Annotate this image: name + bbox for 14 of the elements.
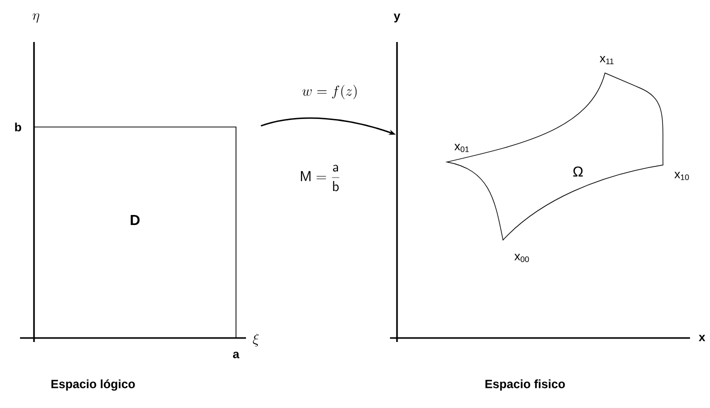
rectangle-region: D bbox=[34, 126, 236, 338]
corner-label: x$_{01}$ bbox=[454, 144, 469, 152]
axis-label: y bbox=[394, 14, 400, 22]
axis-label: $\xi$ bbox=[252, 334, 259, 347]
corner-label: x$_{10}$ bbox=[674, 172, 689, 180]
axis-label: $\eta$ bbox=[32, 13, 40, 23]
axis-label: a bbox=[233, 352, 240, 358]
axis-label: b bbox=[15, 122, 22, 132]
axis-label: x bbox=[698, 334, 706, 342]
panel-caption: Espacio fisico bbox=[485, 379, 565, 391]
edge-label: $w = f(z)$ bbox=[302, 84, 357, 100]
corner-label: x$_{00}$ bbox=[514, 254, 529, 262]
ratio-formula: $\mathsf{M}=\frac{\mathsf{a}}{\mathsf{b}}$ bbox=[300, 164, 340, 192]
panel-caption: Espacio lógico bbox=[51, 379, 135, 391]
